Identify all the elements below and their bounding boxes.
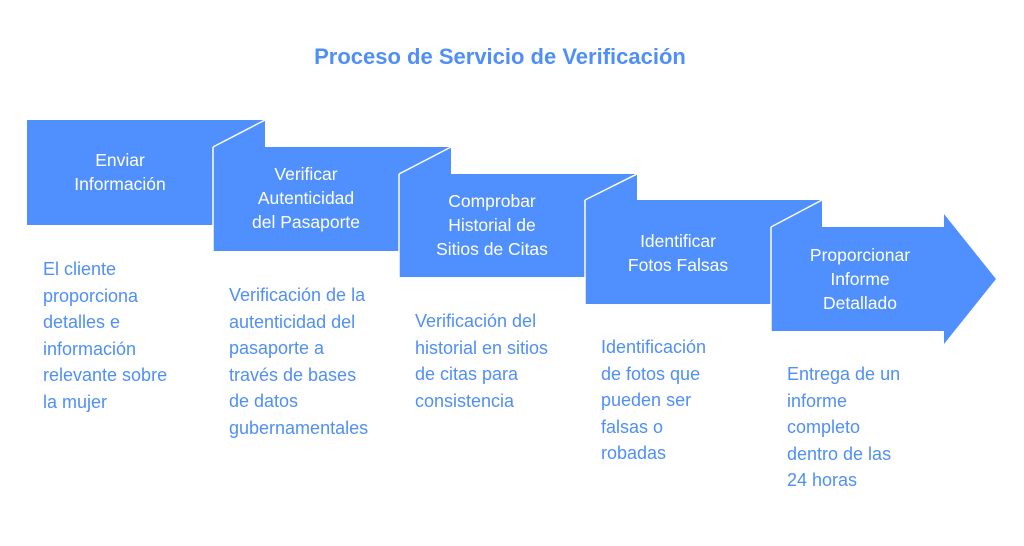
step-4-label: Identificar Fotos Falsas [627,231,729,275]
step-2-label: Verificar Autenticidad del Pasaporte [252,164,360,232]
step-5-arrow [771,214,996,344]
step-4-description: Identificación de fotos que pueden ser f… [601,337,707,463]
step-1-description: El cliente proporciona detalles e inform… [43,259,168,412]
diagram-title: Proceso de Servicio de Verificación [314,44,686,69]
fold-4-5 [770,199,823,228]
step-3-label: Comprobar Historial de Sitios de Citas [436,191,548,259]
step-2-description: Verificación de la autenticidad del pasa… [229,285,369,438]
step-1-label: Enviar Información [74,150,166,194]
step-5-label: Proporcionar Informe Detallado [809,245,911,313]
step-3-description: Verificación del historial en sitios de … [415,311,549,411]
fold-2-3 [398,146,452,175]
fold-3-4 [584,173,638,201]
step-5-description: Entrega de un informe completo dentro de… [787,364,901,490]
fold-1-2 [212,119,266,148]
